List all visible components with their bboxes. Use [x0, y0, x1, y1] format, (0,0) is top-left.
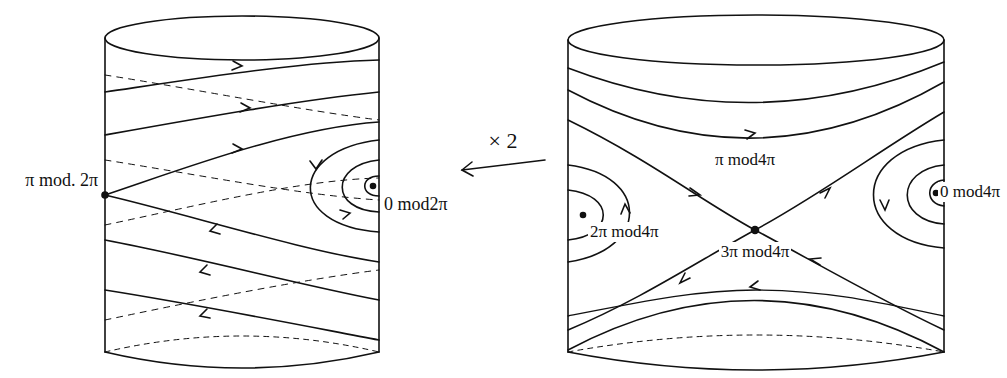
math-label: 0 mod2π	[382, 194, 450, 215]
math-label: 2π mod4π	[588, 222, 661, 242]
math-label: 3π mod4π	[719, 242, 792, 262]
math-label: π mod4π	[713, 150, 777, 170]
math-label: × 2	[487, 128, 520, 153]
left-cylinder	[102, 16, 379, 368]
right-cylinder	[568, 15, 944, 370]
math-label: 0 mod4π	[938, 182, 1002, 202]
math-label: π mod. 2π	[23, 170, 100, 191]
covering-arrow	[462, 160, 545, 176]
